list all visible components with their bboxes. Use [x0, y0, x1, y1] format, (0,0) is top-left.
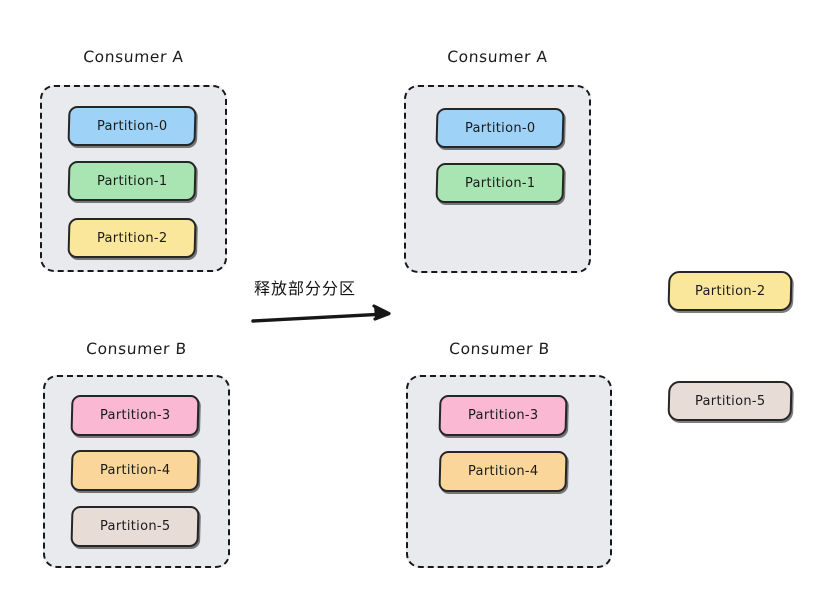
partition-label: Partition-2 — [96, 230, 168, 246]
consumer-a-before-container: Partition-0 Partition-1 Partition-2 — [40, 85, 227, 272]
partition-chip-partition-1[interactable]: Partition-1 — [435, 163, 565, 203]
consumer-a-before-title: Consumer A — [82, 48, 185, 66]
partition-label: Partition-5 — [694, 393, 766, 409]
partition-chip-partition-3[interactable]: Partition-3 — [70, 395, 200, 436]
partition-label: Partition-1 — [96, 173, 168, 189]
rightwards-arrow-icon — [251, 304, 391, 323]
consumer-b-after-container: Partition-3 Partition-4 — [406, 375, 612, 568]
partition-label: Partition-4 — [99, 463, 171, 478]
partition-chip-partition-5[interactable]: Partition-5 — [70, 506, 200, 547]
consumer-b-before-container: Partition-3 Partition-4 Partition-5 — [43, 375, 230, 568]
partition-label: Partition-0 — [464, 120, 536, 136]
consumer-b-after-title: Consumer B — [448, 340, 551, 358]
released-partition-chip-partition-2[interactable]: Partition-2 — [667, 271, 793, 311]
partition-label: Partition-3 — [99, 408, 171, 423]
consumer-b-before-title: Consumer B — [85, 340, 188, 358]
consumer-a-after-container: Partition-0 Partition-1 — [404, 85, 591, 273]
consumer-a-after-title: Consumer A — [446, 48, 549, 66]
partition-chip-partition-0[interactable]: Partition-0 — [67, 106, 197, 146]
transition-label: 释放部分分区 — [254, 279, 357, 298]
partition-label: Partition-2 — [694, 283, 766, 299]
partition-chip-partition-3[interactable]: Partition-3 — [438, 395, 568, 436]
partition-chip-partition-2[interactable]: Partition-2 — [67, 218, 197, 258]
released-partition-chip-partition-5[interactable]: Partition-5 — [667, 381, 793, 421]
partition-label: Partition-3 — [467, 408, 539, 423]
partition-chip-partition-4[interactable]: Partition-4 — [70, 450, 200, 491]
partition-chip-partition-1[interactable]: Partition-1 — [67, 161, 197, 201]
partition-label: Partition-4 — [467, 464, 539, 479]
partition-label: Partition-1 — [464, 175, 536, 191]
partition-label: Partition-0 — [96, 118, 168, 134]
partition-chip-partition-0[interactable]: Partition-0 — [435, 108, 565, 148]
partition-label: Partition-5 — [99, 519, 171, 534]
partition-chip-partition-4[interactable]: Partition-4 — [438, 451, 568, 492]
